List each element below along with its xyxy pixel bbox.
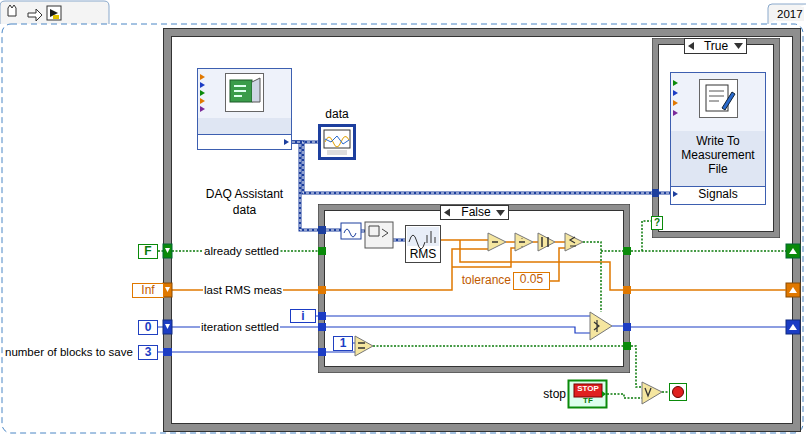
node-text: TF [580, 396, 596, 406]
false-case-frame [318, 205, 631, 373]
constant-value: 1 [334, 337, 352, 350]
constant-value: Inf [133, 284, 163, 297]
constant-value: 0 [139, 321, 157, 334]
node-text: STOP [574, 384, 602, 394]
wire [158, 352, 318, 353]
wire-label: last RMS meas [203, 283, 283, 297]
numeric-constant: 1 [333, 336, 353, 351]
numeric-constant: 0 [138, 320, 158, 335]
node-label: True [692, 39, 740, 53]
while-loop [164, 29, 801, 432]
version-label: 2017 [776, 7, 804, 21]
wire [316, 316, 318, 317]
node-label: tolerance [461, 274, 511, 290]
boolean-constant: F [138, 244, 158, 259]
frame-outline [2, 4, 806, 433]
node-text: data [197, 203, 292, 217]
case-selector: ? [651, 216, 663, 230]
rms-vi: RMS [405, 225, 441, 263]
wire-label: already settled [203, 244, 280, 258]
stop-terminal-art [569, 381, 607, 408]
express-vi: Write To Measurement FileSignals [670, 72, 766, 205]
toolbar [0, 1, 109, 24]
stop-terminal: stopSTOPTF [568, 380, 607, 408]
inner-wires [326, 221, 786, 398]
express-vi: DAQ Assistantdata [197, 68, 292, 150]
case-structure: FalseRMS tolerance0.05 1 [318, 204, 630, 373]
node-label: stop [538, 387, 566, 401]
numeric-constant: Inf [132, 283, 164, 298]
numeric-constant: 3 [138, 345, 158, 360]
case-structure: TrueWrite To Measurement FileSignals [652, 38, 780, 238]
shift-registers [163, 244, 800, 356]
constant-value: i [291, 310, 315, 322]
iteration-terminal: i [290, 309, 316, 323]
constant-value: 3 [139, 346, 157, 359]
node-label: DAQ Assistant [197, 187, 292, 201]
graph-indicator: data [318, 124, 356, 160]
wire-stroke [292, 142, 318, 230]
node-label: False [454, 205, 498, 219]
wire-label: iteration settled [200, 320, 280, 334]
write-file-art [670, 73, 766, 205]
daq-assistant-art [197, 69, 292, 150]
function-icons [341, 222, 687, 404]
constant-value: F [139, 245, 157, 258]
wire-stroke [316, 315, 318, 316]
wire-stroke [292, 142, 318, 230]
graph-indicator [318, 124, 356, 160]
true-case-frame [652, 39, 780, 238]
control-label: number of blocks to save [4, 345, 134, 359]
node-text: Signals [670, 187, 766, 201]
node-label: RMS [405, 247, 441, 261]
numeric-constant: tolerance0.05 [513, 272, 550, 290]
constant-value: 0.05 [514, 273, 549, 289]
node-label: data [318, 107, 356, 121]
node-label: Write To Measurement File [670, 134, 766, 176]
wire-stroke [158, 351, 318, 352]
wire [292, 142, 318, 230]
